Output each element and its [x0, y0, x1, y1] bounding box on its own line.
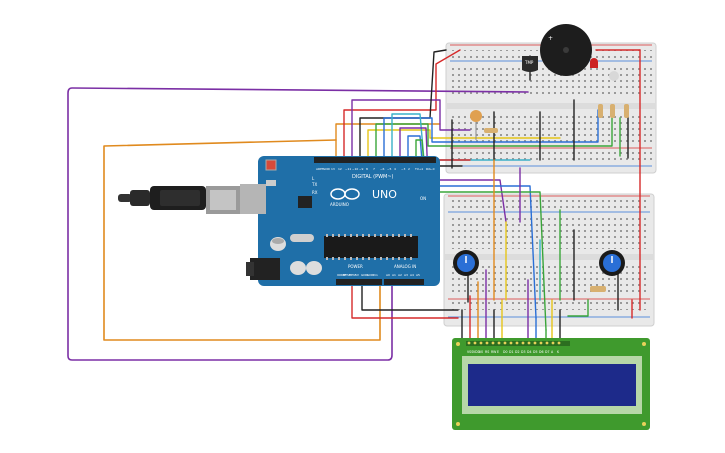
piezo-buzzer: + — [540, 24, 592, 76]
lcd-pin-label: K — [557, 350, 560, 354]
digital-header-label: DIGITAL (PWM~) — [352, 174, 394, 180]
wire-black-power — [361, 281, 459, 311]
resistor-5 — [590, 286, 606, 292]
pin-label: A4 — [410, 273, 414, 277]
tx-label: TX — [311, 182, 317, 187]
usb-cable — [118, 184, 266, 214]
analog-label: ANALOG IN — [394, 264, 416, 269]
pin-label: 4 — [394, 167, 396, 171]
pin-label: ~9 — [359, 167, 364, 171]
pin-label: 3.3V — [349, 273, 357, 277]
reset-button — [265, 159, 277, 171]
pin-label: A0 — [386, 273, 390, 277]
arduino-power-pin-labels: IOREF RESET 3.3V 5V GND GND Vin A0 A1 A2… — [337, 273, 420, 277]
digital-header — [314, 157, 436, 163]
atmega-chip — [324, 236, 418, 258]
bottom-breadboard — [443, 193, 655, 327]
board-model: UNO — [372, 188, 397, 201]
pin-label: 12 — [338, 167, 342, 171]
lcd-pin-label: D4 — [527, 350, 531, 354]
board-brand: ARDUINO — [330, 202, 349, 207]
pin-label: A5 — [416, 273, 420, 277]
resistor-2 — [598, 104, 603, 118]
lcd-pin-label: RS — [485, 350, 489, 354]
dc-jack — [250, 258, 280, 280]
wire-red-power — [351, 281, 459, 319]
svg-text:+: + — [548, 35, 553, 42]
power-header — [336, 279, 382, 285]
wire-purple-b — [399, 127, 507, 223]
lcd-pin-label: D0 — [503, 350, 507, 354]
rgb-led — [609, 71, 619, 81]
rx-label: RX — [312, 190, 318, 195]
wire-blue-a — [383, 109, 599, 161]
pin-label: 13 — [331, 167, 335, 171]
pin-label: TX→1 — [414, 167, 423, 171]
l-label: L — [312, 176, 315, 181]
pin-label: AREF — [316, 167, 324, 171]
resistor-3 — [610, 104, 615, 118]
pin-label: ~5 — [387, 167, 392, 171]
led-red — [590, 58, 598, 68]
pin-label: 2 — [408, 167, 410, 171]
resistor-1 — [484, 128, 498, 133]
lcd-pin-label: D2 — [515, 350, 519, 354]
potentiometer-2[interactable] — [599, 250, 625, 276]
pin-label: A1 — [392, 273, 396, 277]
potentiometer-1[interactable] — [453, 250, 479, 276]
pin-label: GND — [323, 167, 331, 171]
pin-label: RESET — [343, 273, 353, 277]
photoresistor — [470, 110, 482, 140]
wire-purple-loop — [67, 87, 529, 361]
lcd-pin-label: VSS — [467, 350, 473, 354]
analog-header — [384, 279, 424, 285]
lcd-pin-label: RW — [491, 350, 497, 354]
pin-label: A2 — [398, 273, 402, 277]
pin-label: A3 — [404, 273, 408, 277]
pin-label: 7 — [373, 167, 375, 171]
wire-purple-a — [351, 99, 471, 161]
lcd-pin-label: D6 — [539, 350, 543, 354]
lcd-16x2 — [452, 338, 650, 430]
lcd-pin-labels: VSS VDD V0 RS RW E D0 D1 D2 D3 D4 D5 D6 … — [467, 350, 560, 354]
lcd-pin-label: E — [497, 350, 499, 354]
pin-label: ~10 — [352, 167, 358, 171]
pin-label: GND — [361, 273, 369, 277]
pin-label: GND — [367, 273, 375, 277]
arduino-digital-pin-labels: AREF GND 13 12 ~11 ~10 ~9 8 7 ~6 ~5 4 ~3… — [316, 167, 435, 171]
lcd-pin-label: D5 — [533, 350, 537, 354]
pin-label: IOREF — [337, 273, 346, 277]
lcd-pin-label: D7 — [545, 350, 549, 354]
lcd-pin-label: D1 — [509, 350, 513, 354]
lcd-pin-label: VDD — [473, 350, 481, 354]
pin-label: ~6 — [380, 167, 385, 171]
pin-label: ~11 — [345, 167, 351, 171]
arduino-uno: DIGITAL (PWM~) UNO ARDUINO TX RX L ON — [246, 156, 440, 286]
temperature-sensor: TMP — [522, 56, 538, 72]
on-label: ON — [420, 196, 426, 201]
wire-black-a — [359, 49, 447, 161]
pin-label: Vin — [373, 273, 378, 277]
arduino-logo — [330, 188, 360, 200]
sensor-label: TMP — [524, 60, 534, 65]
pin-label: ~3 — [401, 167, 406, 171]
lcd-pin-label: V0 — [479, 350, 483, 354]
resistor-4 — [624, 104, 629, 118]
wire-orange-loop — [103, 139, 381, 341]
pin-label: 8 — [366, 167, 368, 171]
wire-yellow-a — [367, 129, 561, 161]
wire-red-a — [343, 49, 461, 161]
lcd-screen — [468, 364, 636, 406]
wire-green-a — [375, 109, 613, 161]
lcd-pin-label: D3 — [521, 350, 525, 354]
pin-label: RX←0 — [426, 167, 435, 171]
power-label: POWER — [348, 264, 363, 269]
lcd-pin-label: A — [551, 350, 554, 354]
pin-label: 5V — [355, 273, 360, 277]
